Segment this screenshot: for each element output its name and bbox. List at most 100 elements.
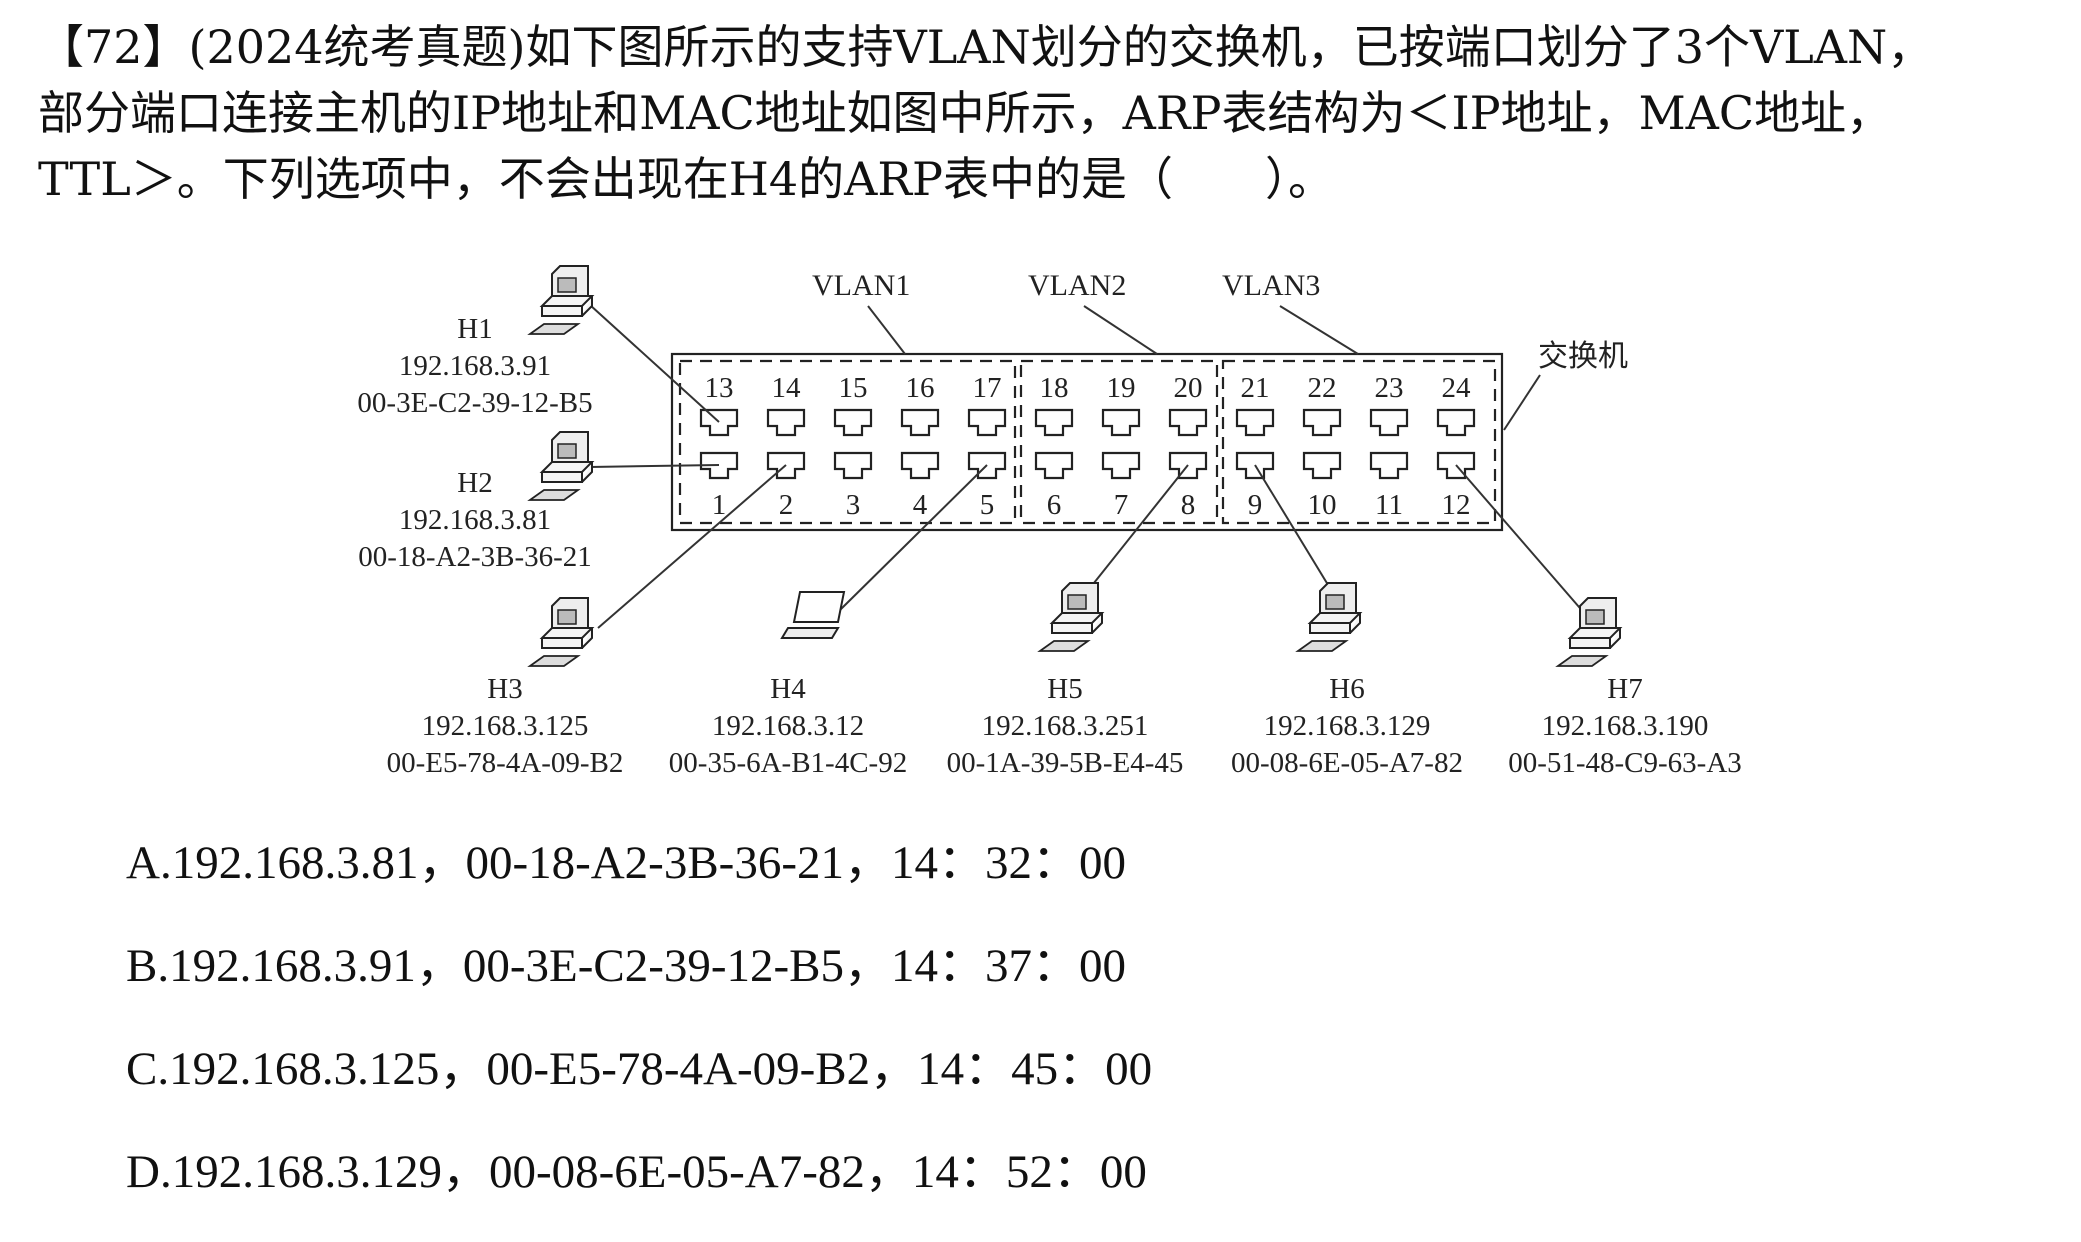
- port-label: 6: [1047, 489, 1062, 521]
- cable-h4: [839, 464, 988, 611]
- host-ip: 192.168.3.251: [982, 710, 1149, 742]
- port-label: 12: [1442, 489, 1471, 521]
- port-19: [1101, 408, 1141, 437]
- port-label: 9: [1248, 489, 1263, 521]
- port-4: [900, 451, 940, 480]
- port-6: [1034, 451, 1074, 480]
- keyboard-shape: [527, 489, 581, 501]
- host-name-h7: H7: [1607, 673, 1642, 705]
- port-24: [1436, 408, 1476, 437]
- vlan1-boundary: [678, 359, 1017, 525]
- cable-h3: [597, 464, 787, 629]
- port-label: 24: [1442, 372, 1472, 404]
- desktop-computer-icon: [527, 597, 595, 667]
- option-a[interactable]: A.192.168.3.81，00-18-A2-3B-36-21，14：32：0…: [126, 837, 1126, 889]
- port-label: 14: [772, 372, 802, 404]
- cable-h2: [589, 464, 720, 468]
- vlan1-label: VLAN1: [812, 269, 910, 302]
- computer-base-shape: [539, 461, 595, 483]
- port-17: [967, 408, 1007, 437]
- vlan3-label: VLAN3: [1222, 269, 1320, 302]
- switch-body: [670, 352, 1504, 532]
- question-line-3: TTL＞。下列选项中，不会出现在H4的ARP表中的是（ ）。: [38, 152, 1334, 206]
- desktop-computer-icon: [527, 431, 595, 501]
- port-20: [1168, 408, 1208, 437]
- keyboard-shape: [1295, 640, 1349, 652]
- port-7: [1101, 451, 1141, 480]
- question-line-1: 【72】(2024统考真题)如下图所示的支持VLAN划分的交换机，已按端口划分了…: [38, 20, 1934, 74]
- keyboard-shape: [527, 655, 581, 667]
- screen-shape: [1585, 609, 1605, 625]
- port-label: 10: [1308, 489, 1337, 521]
- computer-base-shape: [1307, 612, 1363, 634]
- switch-label: 交换机: [1538, 340, 1628, 373]
- port-label: 20: [1174, 372, 1203, 404]
- screen-shape: [1067, 594, 1087, 610]
- switch-callout-line: [1503, 374, 1541, 431]
- host-name-h2: H2: [457, 467, 492, 499]
- desktop-computer-icon: [527, 265, 595, 335]
- port-label: 1: [712, 489, 727, 521]
- cable-h5: [1081, 464, 1189, 599]
- question-line-2: 部分端口连接主机的IP地址和MAC地址如图中所示，ARP表结构为＜IP地址，MA…: [38, 86, 1893, 140]
- port-13: [699, 408, 739, 437]
- host-mac: 00-08-6E-05-A7-82: [1231, 747, 1463, 779]
- keyboard-shape: [1037, 640, 1091, 652]
- option-d[interactable]: D.192.168.3.129，00-08-6E-05-A7-82，14：52：…: [126, 1146, 1147, 1198]
- port-10: [1302, 451, 1342, 480]
- port-label: 15: [839, 372, 868, 404]
- host-ip: 192.168.3.91: [399, 350, 551, 382]
- port-label: 8: [1181, 489, 1196, 521]
- desktop-computer-icon: [1295, 582, 1363, 652]
- cable-h6: [1254, 464, 1337, 599]
- screen-shape: [1325, 594, 1345, 610]
- port-label: 19: [1107, 372, 1136, 404]
- vlan2-label: VLAN2: [1028, 269, 1126, 302]
- option-b[interactable]: B.192.168.3.91，00-3E-C2-39-12-B5，14：37：0…: [126, 940, 1127, 992]
- port-16: [900, 408, 940, 437]
- host-mac: 00-1A-39-5B-E4-45: [947, 747, 1184, 779]
- cable-h7: [1455, 464, 1593, 623]
- port-label: 17: [973, 372, 1002, 404]
- host-mac: 00-3E-C2-39-12-B5: [357, 387, 592, 419]
- host-name-h6: H6: [1329, 673, 1364, 705]
- desktop-computer-icon: [1037, 582, 1105, 652]
- host-mac: 00-51-48-C9-63-A3: [1508, 747, 1742, 779]
- switch: [670, 352, 1504, 532]
- question-text: 【72】(2024统考真题)如下图所示的支持VLAN划分的交换机，已按端口划分了…: [38, 14, 2043, 212]
- port-14: [766, 408, 806, 437]
- cable-h1: [589, 304, 720, 423]
- host-mac: 00-E5-78-4A-09-B2: [387, 747, 624, 779]
- port-label: 7: [1114, 489, 1129, 521]
- screen-shape: [557, 443, 577, 459]
- host-ip: 192.168.3.81: [399, 504, 551, 536]
- port-23: [1369, 408, 1409, 437]
- host-mac: 00-18-A2-3B-36-21: [358, 541, 592, 573]
- host-ip: 192.168.3.12: [712, 710, 864, 742]
- screen-shape: [557, 277, 577, 293]
- port-label: 23: [1375, 372, 1404, 404]
- port-label: 3: [846, 489, 861, 521]
- port-label: 5: [980, 489, 995, 521]
- port-label: 21: [1241, 372, 1270, 404]
- laptop-base-shape: [780, 627, 840, 639]
- port-22: [1302, 408, 1342, 437]
- vlan2-callout-line: [1083, 305, 1158, 355]
- desktop-computer-icon: [1555, 597, 1623, 667]
- computer-base-shape: [539, 295, 595, 317]
- port-label: 18: [1040, 372, 1069, 404]
- host-ip: 192.168.3.125: [422, 710, 589, 742]
- host-ip: 192.168.3.129: [1264, 710, 1431, 742]
- laptop-icon: [780, 591, 846, 639]
- vlan3-boundary: [1221, 359, 1497, 525]
- keyboard-shape: [1555, 655, 1609, 667]
- host-name-h4: H4: [770, 673, 806, 705]
- laptop-screen-shape: [792, 591, 846, 623]
- port-21: [1235, 408, 1275, 437]
- port-3: [833, 451, 873, 480]
- port-label: 16: [906, 372, 935, 404]
- option-c[interactable]: C.192.168.3.125，00-E5-78-4A-09-B2，14：45：…: [126, 1043, 1153, 1095]
- host-name-h5: H5: [1047, 673, 1082, 705]
- port-18: [1034, 408, 1074, 437]
